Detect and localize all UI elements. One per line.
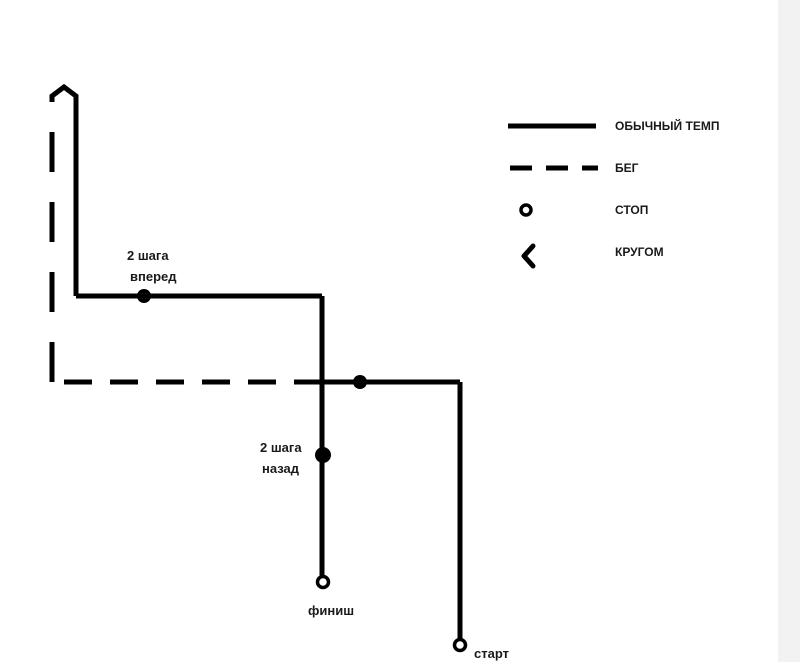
side-strip bbox=[778, 0, 800, 662]
label-back-line2: назад bbox=[262, 461, 300, 476]
dot-forward bbox=[137, 289, 151, 303]
legend-label-turn: КРУГОМ bbox=[615, 245, 664, 259]
label-back-line1: 2 шага bbox=[260, 440, 302, 455]
dot-lower bbox=[353, 375, 367, 389]
start-stop-ring bbox=[452, 637, 468, 653]
turn-around-cap bbox=[49, 83, 79, 100]
label-start: старт bbox=[474, 646, 509, 661]
label-forward-line2: вперед bbox=[130, 269, 177, 284]
legend-turn-icon bbox=[521, 243, 536, 269]
dot-back bbox=[315, 447, 331, 463]
legend-stop-icon bbox=[519, 203, 533, 217]
legend-label-run: БЕГ bbox=[615, 161, 639, 175]
label-forward-line1: 2 шага bbox=[127, 248, 169, 263]
legend-label-stop: СТОП bbox=[615, 203, 649, 217]
finish-stop-ring bbox=[315, 574, 331, 590]
legend-label-normal: ОБЫЧНЫЙ ТЕМП bbox=[615, 119, 720, 133]
label-finish: финиш bbox=[308, 603, 355, 618]
